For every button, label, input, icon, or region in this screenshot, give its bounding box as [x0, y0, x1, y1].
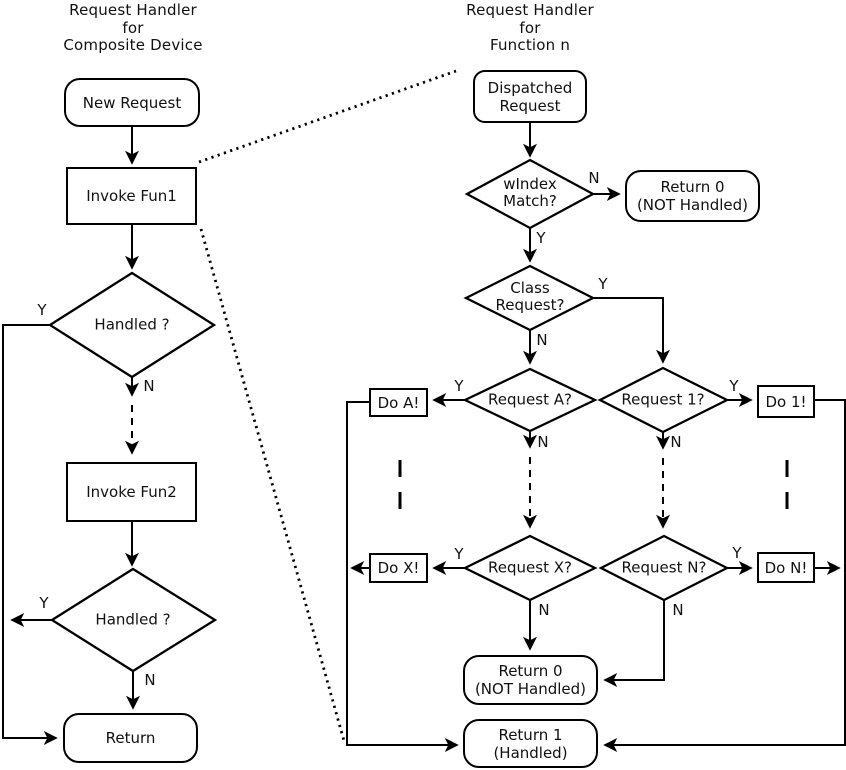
zoom-callout-line-bottom — [199, 228, 346, 742]
node-return0-top: Return 0 (NOT Handled) — [625, 170, 760, 222]
left-chart-title: Request Handler for Composite Device — [63, 1, 203, 55]
edge-label-windex-yes: Y — [536, 229, 546, 247]
zoom-callout-line-top — [198, 69, 457, 164]
handled-1-diamond — [47, 271, 217, 379]
edge-label-class-no: N — [536, 331, 548, 349]
edge-label-request-1-no: N — [670, 433, 682, 451]
handled-2-diamond — [49, 567, 218, 673]
node-return1: Return 1 (Handled) — [463, 719, 598, 768]
edge-label-handled2-yes: Y — [39, 594, 49, 612]
rail-left-to-return1 — [346, 401, 459, 752]
label-request-x: Request X? — [488, 558, 572, 577]
node-do-a: Do A! — [369, 388, 428, 417]
edge-handled1-yes-loop — [2, 324, 58, 745]
node-dispatched-request: Dispatched Request — [473, 70, 587, 123]
edge-label-windex-no: N — [588, 169, 600, 187]
label-request-a: Request A? — [488, 390, 572, 409]
label-handled-2: Handled ? — [95, 610, 171, 629]
node-do-1: Do 1! — [757, 385, 815, 418]
right-chart-title: Request Handler for Function n — [466, 1, 594, 55]
edge-label-handled1-yes: Y — [37, 301, 47, 319]
label-handled-1: Handled ? — [94, 315, 170, 334]
request-x-diamond — [462, 534, 598, 602]
edge-label-request-a-no: N — [537, 433, 549, 451]
edge-label-request-1-yes: Y — [729, 377, 739, 395]
edge-label-class-yes: Y — [598, 275, 608, 293]
edge-label-request-n-yes: Y — [732, 544, 742, 562]
node-do-x: Do X! — [369, 553, 428, 583]
node-new-request: New Request — [64, 78, 200, 127]
label-request-1: Request 1? — [621, 390, 705, 409]
label-windex-match: wIndex Match? — [503, 174, 557, 210]
edge-request-n-no — [603, 600, 665, 687]
edge-label-handled2-no: N — [144, 671, 156, 689]
node-invoke-fun2: Invoke Fun2 — [66, 462, 197, 522]
edge-label-request-a-yes: Y — [454, 377, 464, 395]
node-return: Return — [63, 713, 198, 763]
edge-label-request-x-no: N — [538, 601, 550, 619]
request-a-diamond — [462, 367, 598, 433]
label-request-n: Request N? — [621, 558, 707, 577]
node-invoke-fun1: Invoke Fun1 — [66, 167, 197, 225]
edge-label-request-x-yes: Y — [454, 545, 464, 563]
node-return0-bottom: Return 0 (NOT Handled) — [463, 655, 598, 705]
edge-label-handled1-no: N — [143, 377, 155, 395]
edge-label-request-n-no: N — [672, 601, 684, 619]
edge-class-yes — [593, 297, 670, 364]
label-class-request: Class Request? — [495, 278, 565, 314]
node-do-n: Do N! — [757, 552, 815, 583]
rail-right-to-return1 — [603, 399, 846, 752]
